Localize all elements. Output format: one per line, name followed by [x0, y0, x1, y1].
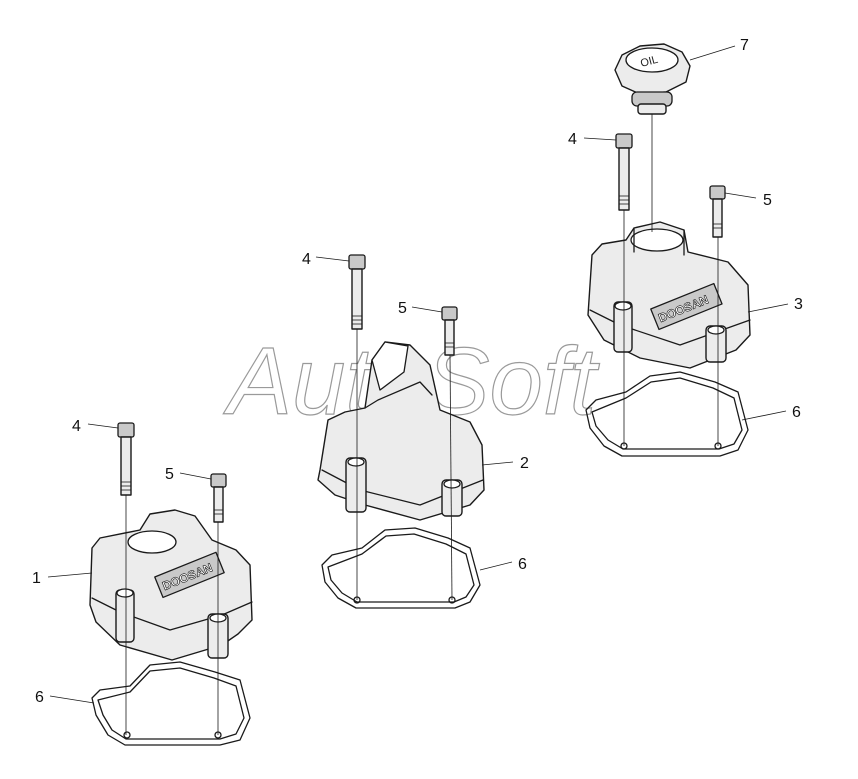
assembly-3: OIL DOOSAN	[585, 43, 751, 457]
callout-6-right: 6	[792, 404, 801, 421]
assembly-1: DOOSAN	[89, 422, 253, 746]
gasket-3	[585, 371, 749, 457]
bolt-long-2	[348, 254, 366, 330]
callout-4-center: 4	[302, 251, 311, 268]
valve-cover-3: DOOSAN	[587, 221, 751, 369]
callout-3: 3	[794, 296, 803, 313]
cap-oil-text: OIL	[639, 54, 659, 70]
bolt-long-3	[615, 133, 633, 211]
callouts: 1 2 3 4 4 4 5 5 5 6 6 6 7	[32, 37, 803, 706]
assembly-2	[317, 254, 485, 609]
callout-7: 7	[740, 37, 749, 54]
callout-6-left: 6	[35, 689, 44, 706]
bolt-short-1	[210, 473, 227, 523]
gasket-1	[91, 661, 251, 746]
callout-2: 2	[520, 455, 529, 472]
callout-4-right: 4	[568, 131, 577, 148]
gasket-2	[321, 527, 481, 609]
callout-1: 1	[32, 570, 41, 587]
leader-lines	[47, 45, 789, 704]
bolt-long-1	[117, 422, 135, 496]
callout-4-left: 4	[72, 418, 81, 435]
oil-filler-cap: OIL	[614, 43, 691, 115]
callout-5-left: 5	[165, 466, 174, 483]
valve-cover-1: DOOSAN	[89, 509, 253, 661]
callout-5-right: 5	[763, 192, 772, 209]
bolt-short-3	[709, 185, 726, 238]
callout-6-center: 6	[518, 556, 527, 573]
valve-cover-2	[317, 341, 485, 521]
bolt-short-2	[441, 306, 458, 356]
callout-5-center: 5	[398, 300, 407, 317]
